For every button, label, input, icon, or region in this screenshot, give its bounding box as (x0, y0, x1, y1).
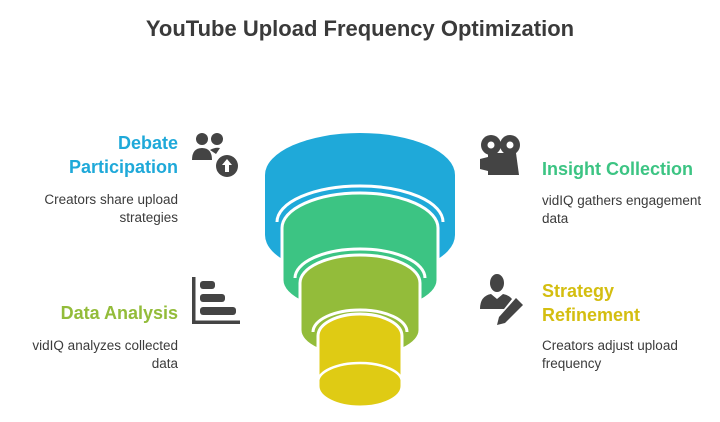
video-camera-icon (480, 135, 520, 175)
step-title-analysis: Data Analysis (60, 303, 178, 323)
step-desc-analysis: vidIQ analyzes collected data (32, 338, 178, 371)
bar-chart-icon (192, 277, 240, 324)
step-desc-refinement: Creators adjust upload frequency (542, 338, 678, 371)
step-title-debate: Debate Participation (68, 133, 178, 177)
step-title-refinement: Strategy Refinement (542, 281, 641, 325)
step-desc-insight: vidIQ gathers engagement data (542, 193, 702, 226)
users-upload-icon (192, 133, 238, 177)
page-title: YouTube Upload Frequency Optimization (145, 16, 575, 41)
funnel-layer-refinement (311, 308, 409, 409)
user-edit-icon (480, 274, 523, 325)
step-desc-debate: Creators share upload strategies (44, 192, 178, 225)
step-title-insight: Insight Collection (542, 159, 693, 179)
